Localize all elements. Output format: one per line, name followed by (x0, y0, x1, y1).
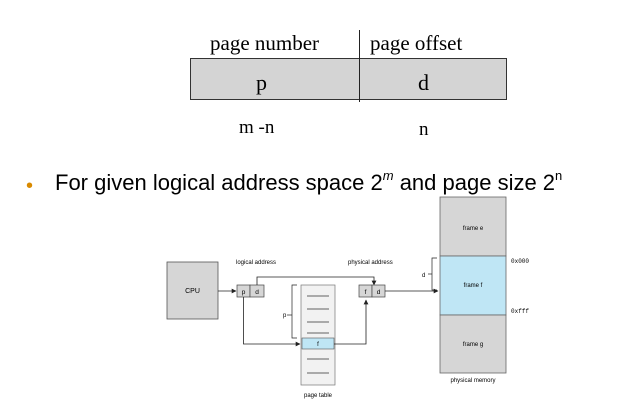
page-table-f: f (317, 342, 319, 348)
bullet-exp-n: n (555, 167, 563, 183)
page-offset-bits: n (419, 119, 429, 140)
page-number-bits: m -n (239, 117, 275, 138)
d-label: d (422, 273, 425, 279)
page-table-label: page table (304, 393, 333, 399)
frame-f-label: frame f (464, 283, 483, 289)
page-table-p: p (283, 313, 287, 319)
frame-g-label: frame g (463, 342, 483, 348)
bullet-exp-m: m (382, 167, 394, 183)
logical-d: d (255, 289, 259, 296)
physical-d: d (377, 289, 381, 296)
address-format-box (190, 58, 507, 100)
address-format-divider (359, 30, 360, 102)
offset-d-arrow (256, 276, 377, 286)
bullet-dot: • (26, 175, 34, 197)
bullet-text: For given logical address space 2m and p… (55, 167, 563, 196)
p-to-page-table-arrow (243, 297, 301, 347)
logical-address-label: logical address (236, 260, 276, 266)
cpu-box (166, 261, 219, 320)
page-table (300, 284, 336, 386)
page-offset-label: page offset (370, 31, 463, 55)
frame-f (439, 255, 507, 316)
page-table-entry-f (301, 337, 335, 350)
cpu-label: CPU (185, 288, 200, 295)
frame-g (439, 314, 507, 374)
logical-p: p (242, 289, 246, 296)
addr-start: 0x000 (511, 258, 529, 265)
bullet-text-part2: and page size 2 (393, 170, 556, 195)
addr-end: 0xfff (511, 308, 529, 315)
cell-d: d (418, 70, 429, 95)
physical-address-label: physical address (348, 260, 393, 266)
bullet-text-part1: For given logical address space 2 (55, 170, 383, 195)
frame-e (439, 196, 507, 257)
offset-d-bracket (431, 257, 437, 291)
page-number-label: page number (210, 31, 320, 55)
frame-e-label: frame e (463, 226, 484, 232)
physical-f: f (365, 289, 367, 296)
cell-p: p (256, 70, 267, 95)
f-to-physical-arrow (334, 299, 369, 345)
physical-memory-label: physical memory (450, 378, 495, 384)
p-index-bracket (291, 284, 297, 339)
